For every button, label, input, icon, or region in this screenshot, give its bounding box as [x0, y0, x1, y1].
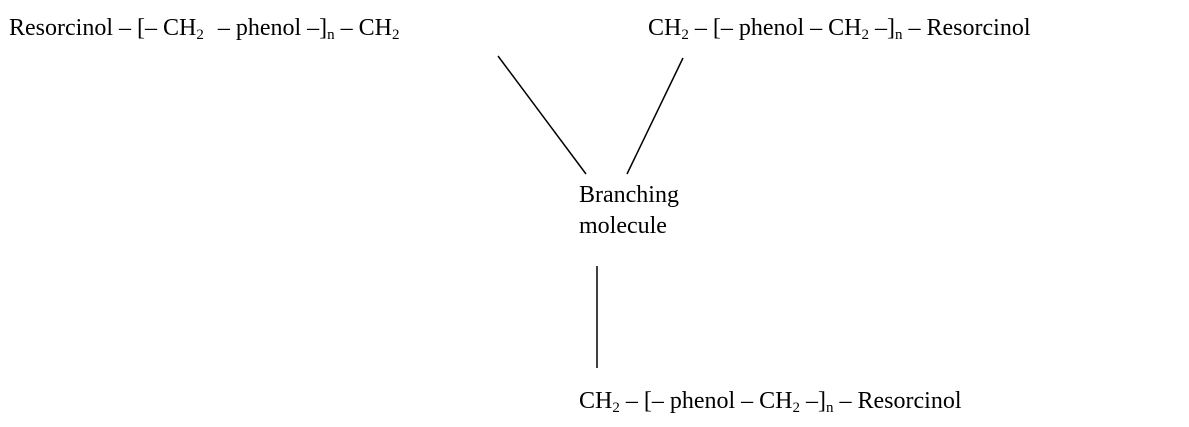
bond-dash: –: [144, 15, 157, 41]
phenol-unit: phenol: [235, 15, 302, 41]
bond-dash: –: [839, 388, 852, 414]
bond-dash: –: [741, 388, 754, 414]
bond-dash: –: [340, 15, 353, 41]
resorcinol-group: Resorcinol: [857, 388, 962, 414]
subscript-2: 2: [196, 27, 204, 43]
subscript-n: n: [895, 27, 903, 43]
open-bracket: [: [712, 15, 721, 41]
subscript-n: n: [327, 27, 335, 43]
resorcinol-group: Resorcinol: [926, 15, 1031, 41]
bond-dash: –: [908, 15, 921, 41]
bond-dash: –: [694, 15, 707, 41]
methylene-group: CH: [358, 15, 392, 41]
subscript-2: 2: [681, 27, 689, 43]
subscript-2: 2: [861, 27, 870, 43]
bond-dash: –: [651, 388, 664, 414]
branching-molecule-label: Branching molecule: [579, 180, 679, 242]
subscript-2: 2: [612, 400, 620, 416]
bond-dash: –: [217, 15, 230, 41]
methylene-group: CH: [648, 15, 682, 41]
open-bracket: [: [643, 388, 652, 414]
close-bracket: ]: [887, 15, 896, 41]
bond-dash: –: [720, 15, 733, 41]
phenol-unit: phenol: [669, 388, 736, 414]
subscript-n: n: [826, 400, 834, 416]
methylene-group: CH: [579, 388, 613, 414]
formula-left-branch: Resorcinol – [– CH2– phenol –]n – CH2: [9, 14, 400, 43]
methylene-group: CH: [828, 15, 862, 41]
bond-dash: –: [875, 15, 888, 41]
methylene-group: CH: [759, 388, 793, 414]
bond-dash: –: [810, 15, 823, 41]
connector-right-branch: [626, 57, 684, 175]
phenol-unit: phenol: [738, 15, 805, 41]
center-label-line-2: molecule: [579, 213, 667, 239]
open-bracket: [: [136, 15, 145, 41]
bond-dash: –: [118, 15, 131, 41]
resorcinol-group: Resorcinol: [9, 15, 113, 41]
formula-right-branch: CH2 – [– phenol – CH2 –]n – Resorcinol: [648, 14, 1031, 43]
connector-left-branch: [497, 55, 587, 175]
methylene-group: CH: [162, 15, 197, 41]
close-bracket: ]: [818, 388, 827, 414]
subscript-2: 2: [792, 400, 801, 416]
bond-dash: –: [307, 15, 320, 41]
bond-dash: –: [806, 388, 819, 414]
bond-dash: –: [625, 388, 638, 414]
close-bracket: ]: [319, 15, 328, 41]
formula-bottom-branch: CH2 – [– phenol – CH2 –]n – Resorcinol: [579, 387, 962, 416]
center-label-line-1: Branching: [579, 182, 679, 208]
subscript-2: 2: [392, 27, 400, 43]
